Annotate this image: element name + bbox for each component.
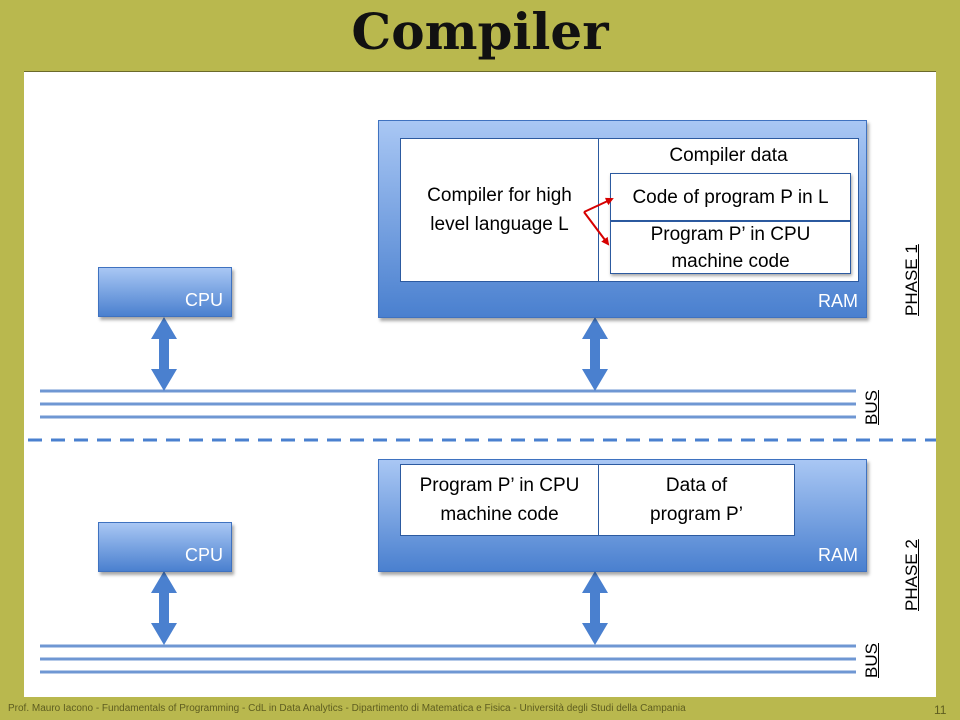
bus-label-phase1: BUS xyxy=(862,390,881,425)
data-of-program-text: Data of program P’ xyxy=(650,475,743,525)
compiler-data-label: Compiler data xyxy=(669,145,788,166)
page-number: 11 xyxy=(934,703,947,717)
program-box-text: Program P’ in CPU machine code xyxy=(419,475,580,525)
bus-label-phase2: BUS xyxy=(862,643,881,678)
bus-phase2 xyxy=(40,644,856,674)
program-output-box: Program P’ in CPU machine code xyxy=(610,221,851,274)
slide-title: Compiler xyxy=(351,2,609,61)
compiler-box-text: Compiler for high level language L xyxy=(427,185,572,235)
ram-bus-arrow-phase1 xyxy=(582,317,608,391)
data-of-program-box: Data of program P’ xyxy=(598,464,795,536)
cpu-block-phase1: CPU xyxy=(98,267,232,317)
code-of-program-box: Code of program P in L xyxy=(610,173,851,221)
phase1-label: PHASE 1 xyxy=(902,244,921,316)
ram-bus-arrow-phase2 xyxy=(582,571,608,645)
footer-text: Prof. Mauro Iacono - Fundamentals of Pro… xyxy=(8,703,686,714)
bus-phase1 xyxy=(40,389,856,419)
program-box: Program P’ in CPU machine code xyxy=(400,464,599,536)
compiler-box: Compiler for high level language L xyxy=(400,138,599,282)
cpu-bus-arrow-phase2 xyxy=(151,571,177,645)
ram-label: RAM xyxy=(818,545,858,565)
cpu-label: CPU xyxy=(184,290,223,310)
cpu-bus-arrow-phase1 xyxy=(151,317,177,391)
code-of-program-text: Code of program P in L xyxy=(632,186,829,208)
cpu-label: CPU xyxy=(184,545,223,565)
cpu-block-phase2: CPU xyxy=(98,522,232,572)
phase2-label: PHASE 2 xyxy=(902,539,921,611)
ram-label: RAM xyxy=(818,291,858,311)
program-output-text: Program P’ in CPU machine code xyxy=(650,223,811,272)
